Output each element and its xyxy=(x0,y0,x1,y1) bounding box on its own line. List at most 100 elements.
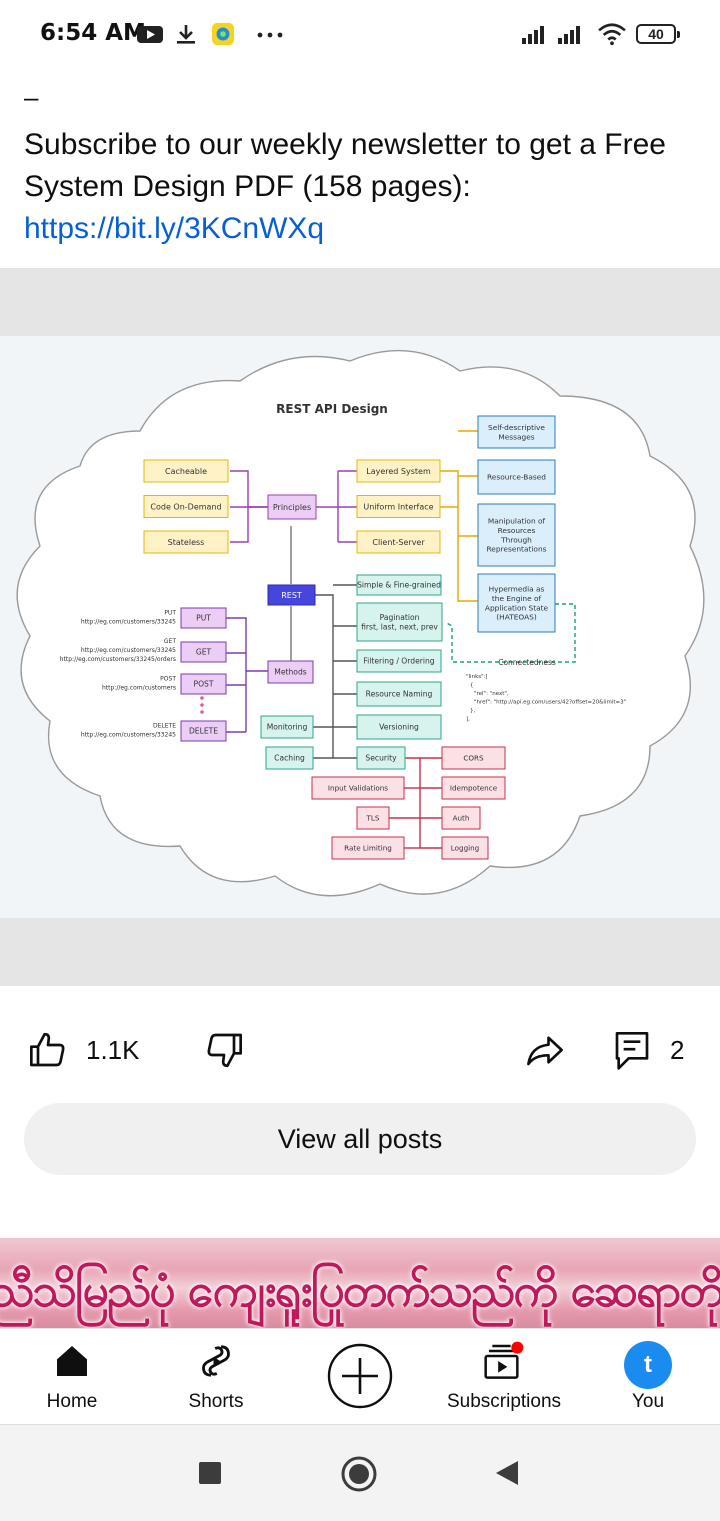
principle-item-2-text: Stateless xyxy=(168,538,205,547)
method-ellipsis-dot xyxy=(200,703,204,707)
home-icon xyxy=(57,1346,87,1376)
method-put: PUT xyxy=(180,607,227,629)
security-right-1-rect xyxy=(441,776,506,800)
security-right-3-text: Logging xyxy=(451,844,480,853)
links-json-line: }, xyxy=(470,708,475,714)
links-json-line: ], xyxy=(466,717,470,723)
nav-subscriptions[interactable]: Subscriptions xyxy=(432,1329,576,1425)
caching-node: Caching xyxy=(265,746,314,770)
post-dash: – xyxy=(24,82,39,112)
back-icon[interactable] xyxy=(494,1459,520,1487)
constraint-item-0-rect xyxy=(477,415,556,449)
security-right-1-text: Idempotence xyxy=(450,784,498,793)
method-desc-2: http://eg.com/customers xyxy=(102,685,176,692)
rest-node-text: REST xyxy=(281,591,302,600)
nav-subscriptions-label: Subscriptions xyxy=(446,1391,562,1412)
post-text: Subscribe to our weekly newsletter to ge… xyxy=(24,124,684,250)
post-body: Subscribe to our weekly newsletter to ge… xyxy=(24,128,666,203)
diagram-title: REST API Design xyxy=(276,402,388,416)
method-desc-1: http://eg.com/customers/33245 xyxy=(81,647,176,654)
uniform-item-0: Layered System xyxy=(356,459,441,483)
method-desc-3: DELETE xyxy=(153,723,176,730)
system-navigation-bar xyxy=(0,1424,720,1521)
notification-badge xyxy=(511,1341,524,1354)
newsletter-link[interactable]: https://bit.ly/3KCnWXq xyxy=(24,212,325,245)
principles-node-text: Principles xyxy=(273,503,311,512)
constraint-item-1-rect xyxy=(477,459,556,495)
status-time: 6:54 AM xyxy=(40,20,146,46)
method-delete-rect xyxy=(180,720,227,742)
next-post-thumbnail[interactable]: ညီသိမြည်ပုံ ကျေးရူးပြုတက်သည်ကို ဆေရာတိုဆ… xyxy=(0,1238,720,1328)
security-left-1-rect xyxy=(356,806,390,830)
security-left-1-text: TLS xyxy=(366,814,380,823)
principles-node: Principles xyxy=(267,494,317,520)
practice-item-4-text: Versioning xyxy=(379,723,419,732)
uniform-item-2: Client-Server xyxy=(356,530,441,554)
shorts-icon xyxy=(202,1345,230,1377)
share-button[interactable] xyxy=(524,1020,566,1080)
links-json-line: { xyxy=(470,683,474,689)
comment-icon xyxy=(615,1032,649,1070)
rest-node-rect xyxy=(267,584,316,606)
security-right-2-text: Auth xyxy=(453,814,470,823)
method-desc-0: http://eg.com/customers/33245 xyxy=(81,619,176,626)
constraint-item-2-rect xyxy=(477,503,556,567)
like-count: 1.1K xyxy=(86,1034,140,1065)
practice-item-0-text: Simple & Fine-grained xyxy=(357,581,441,590)
uniform-item-2-rect xyxy=(356,530,441,554)
security-right-2: Auth xyxy=(441,806,481,830)
security-right-3-rect xyxy=(441,836,489,860)
practice-item-3-rect xyxy=(356,681,442,707)
nav-shorts[interactable]: Shorts xyxy=(144,1329,288,1425)
security-left-0-rect xyxy=(311,776,405,800)
like-button[interactable]: 1.1K xyxy=(28,1020,140,1080)
principle-item-0-rect xyxy=(143,459,229,483)
nav-home[interactable]: Home xyxy=(0,1329,144,1425)
uniform-item-2-text: Client-Server xyxy=(372,538,425,547)
constraint-item-1-text: Resource-Based xyxy=(487,473,546,482)
nav-home-label: Home xyxy=(46,1391,98,1412)
principle-item-1-text: Code On-Demand xyxy=(150,502,221,511)
method-get-rect xyxy=(180,641,227,663)
more-notifications-icon xyxy=(257,32,283,38)
recents-icon[interactable] xyxy=(198,1461,222,1485)
share-icon xyxy=(527,1036,563,1066)
uniform-item-0-text: Layered System xyxy=(366,467,431,476)
practice-item-1-text: Pagination xyxy=(380,613,420,622)
method-desc-0: PUT xyxy=(164,610,176,617)
monitoring-node-rect xyxy=(260,715,314,739)
method-post-text: POST xyxy=(193,680,213,689)
nav-create[interactable] xyxy=(288,1329,432,1425)
security-right-0: CORS xyxy=(441,746,506,770)
constraint-item-2-text: Representations xyxy=(487,545,547,554)
connector-line xyxy=(230,507,249,543)
security-right-2-rect xyxy=(441,806,481,830)
signal-icon-2 xyxy=(558,26,580,44)
diagram-connectors xyxy=(226,430,576,849)
home-circle-icon[interactable] xyxy=(340,1455,378,1493)
method-desc-1: GET xyxy=(164,638,176,645)
monitoring-node: Monitoring xyxy=(260,715,314,739)
create-plus-icon xyxy=(327,1343,393,1409)
links-json-line: "links":[ xyxy=(466,674,488,680)
comments-button[interactable]: 2 xyxy=(612,1020,684,1080)
security-left-0: Input Validations xyxy=(311,776,405,800)
dislike-button[interactable] xyxy=(204,1020,244,1080)
nav-you[interactable]: t You xyxy=(576,1329,720,1425)
constraint-item-2-text: Manipulation of xyxy=(488,516,546,525)
connector-line xyxy=(444,603,576,663)
signal-icon-1 xyxy=(522,26,544,44)
method-desc-1: http://eg.com/customers/33245/orders xyxy=(60,656,176,663)
constraint-item-0-text: Self-descriptive xyxy=(488,423,545,432)
security-left-2-rect xyxy=(331,836,405,860)
thumbnail-caption: ညီသိမြည်ပုံ ကျေးရူးပြုတက်သည်ကို ဆေရာတိုဆ… xyxy=(0,1263,720,1317)
constraint-item-2-text: Through xyxy=(500,535,532,544)
view-all-posts-button[interactable]: View all posts xyxy=(24,1103,696,1175)
comment-count: 2 xyxy=(670,1034,685,1065)
method-put-rect xyxy=(180,607,227,629)
caching-node-rect xyxy=(265,746,314,770)
